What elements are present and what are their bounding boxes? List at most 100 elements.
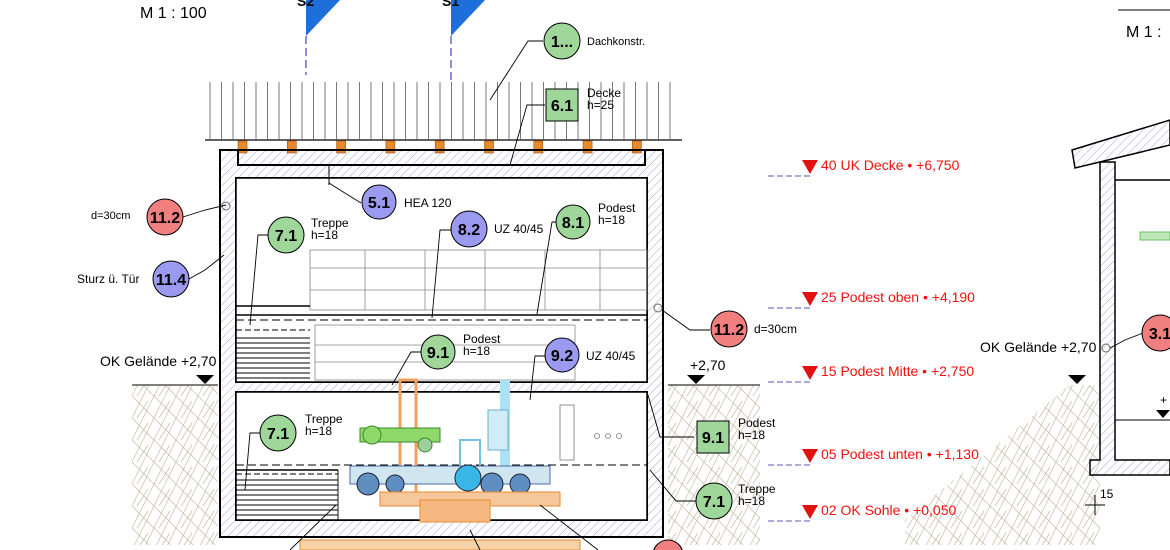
tag-sublabel: h=18 [738,428,765,442]
tag-sublabel: h=18 [598,213,625,227]
upper-stair [236,305,310,379]
tag-sublabel: h=18 [305,424,332,438]
tag-sublabel: h=18 [311,228,338,242]
tag-label: Podest [463,332,501,346]
tag-label: d=30cm [754,322,797,336]
upper-podest-railing [309,249,648,381]
tag-circle [420,334,456,370]
scale-label-right: M 1 : [1126,24,1162,41]
tag-label: d=30cm [91,210,130,222]
lower-stair [236,469,339,520]
ground-label-left: OK Gelände +2,70 [100,353,217,369]
tag-number: 7.1 [267,426,289,443]
tag-square [545,88,579,122]
ground-marker-mid: +2,70 [687,357,726,384]
soil-left [132,385,218,545]
level-label: 15 Podest Mitte • +2,750 [821,363,974,379]
tag-number: 11.4 [156,272,186,289]
tag-11-2: 11.2 d=30cm [710,310,797,348]
tag-number: 11.2 [150,210,180,227]
section-marker-s2: S2 [297,0,340,75]
tag-number: 1... [551,34,573,51]
level-indicators: 40 UK Decke • +6,750 25 Podest oben • +4,… [768,157,979,522]
level-02: 02 OK Sohle • +0,050 [768,502,956,522]
tag-sublabel: h=25 [587,98,614,112]
level-triangle [802,160,818,174]
tag-label: Dachkonstr. [587,36,645,48]
tag-bubble-cut [653,539,683,550]
level-label: 25 Podest oben • +4,190 [821,289,975,305]
tag-circle [544,337,580,373]
tag-number: 7.1 [275,228,297,245]
tag-circle [710,310,748,348]
soil-right [905,385,1100,545]
level-25: 25 Podest oben • +4,190 [768,289,975,309]
tag-circle [695,482,733,520]
level-label: 05 Podest unten • +1,130 [821,446,979,462]
tag-9-2: 9.2 UZ 40/45 [544,337,636,373]
tag-number: 3.1 [1149,326,1170,343]
tag-circle [543,22,581,60]
tag-circle [146,198,184,236]
tag-circle [361,184,397,220]
level-triangle [802,505,818,519]
level-label: 02 OK Sohle • +0,050 [821,502,956,518]
tag-label: HEA 120 [404,196,452,210]
tag-sublabel: h=18 [463,344,490,358]
tag-1---: 1... Dachkonstr. [543,22,645,60]
dimension-label: 15 [1100,487,1114,501]
level-triangle [802,292,818,306]
tag-square [696,420,730,454]
tag-circle [259,414,297,452]
scale-label-left: M 1 : 100 [140,5,207,22]
leader-lines [182,40,1144,550]
tag-circle [1141,314,1170,352]
tag-circle [450,210,488,248]
tag-11-2: 11.2 d=30cm [91,198,184,236]
right-building-fragment: OK Gelände +2,70 + 15 [980,119,1170,515]
tag-label: Decke [587,86,621,100]
tag-label: Treppe [305,412,343,426]
level-triangle [802,366,818,380]
anchor-point [653,303,663,313]
tag-label: Treppe [738,482,776,496]
tag-label: UZ 40/45 [586,349,636,363]
level-triangle [802,449,818,463]
tag-number: 5.1 [368,195,390,212]
level-15: 15 Podest Mitte • +2,750 [768,363,974,383]
tag-number: 9.2 [551,348,573,365]
tag-3-1: 3.1 [1141,314,1170,352]
tag-number: 9.1 [702,430,724,447]
ground-marker-left: OK Gelände +2,70 [100,353,217,384]
tag-label: Treppe [311,216,349,230]
pump-machinery [299,378,581,550]
tag-number: 6.1 [551,98,573,115]
tag-number: 9.1 [427,345,449,362]
tag-circle [555,204,591,240]
tag-number: 7.1 [703,494,725,511]
tag-number: 8.2 [458,222,480,239]
tag-circle [152,260,190,298]
ground-label-mid: +2,70 [690,357,726,373]
roof-construction [205,82,682,154]
section-label-s2: S2 [297,0,314,9]
tag-circle [267,216,305,254]
soil-mid [668,385,760,545]
level-40: 40 UK Decke • +6,750 [768,157,960,177]
wall-openings [559,404,622,461]
ground-label-right: OK Gelände +2,70 [980,339,1097,355]
ground-label-right-small: + [1160,393,1167,407]
tag-number: 11.2 [714,322,744,339]
level-05: 05 Podest unten • +1,130 [768,446,979,466]
section-label-s1: S1 [442,0,459,9]
tag-sublabel: h=18 [738,494,765,508]
